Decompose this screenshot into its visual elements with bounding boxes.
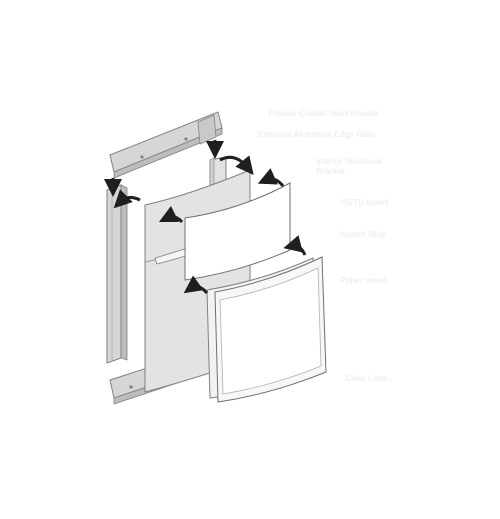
label-bracket-line1: Interior Structural [316, 156, 382, 166]
arrow-lens [183, 275, 209, 295]
label-structural-bracket: Interior Structural Bracket [316, 156, 382, 177]
clear-lens [214, 256, 327, 403]
arrow-bracket [219, 155, 254, 175]
top-header-rail [109, 111, 223, 179]
label-clear-lens: Clear Lens [346, 373, 388, 383]
label-accent-strip: Accent Strip [340, 229, 386, 239]
arrow-paper [283, 235, 307, 256]
arrow-hstu [257, 168, 285, 187]
left-edge-rail [106, 184, 128, 364]
arrow-backing [158, 205, 184, 224]
label-edge-rails: Extruded Aluminum Edge Rails [258, 129, 376, 139]
arrow-left-rail [113, 189, 141, 209]
label-hstu-insert: HSTU Insert [341, 197, 388, 207]
label-paper-insert: Paper Insert [340, 275, 387, 285]
label-steel-header: Powder Coated Steel Header [268, 108, 379, 118]
label-bracket-line2: Bracket [316, 165, 345, 176]
assembly-arrows [104, 140, 307, 295]
